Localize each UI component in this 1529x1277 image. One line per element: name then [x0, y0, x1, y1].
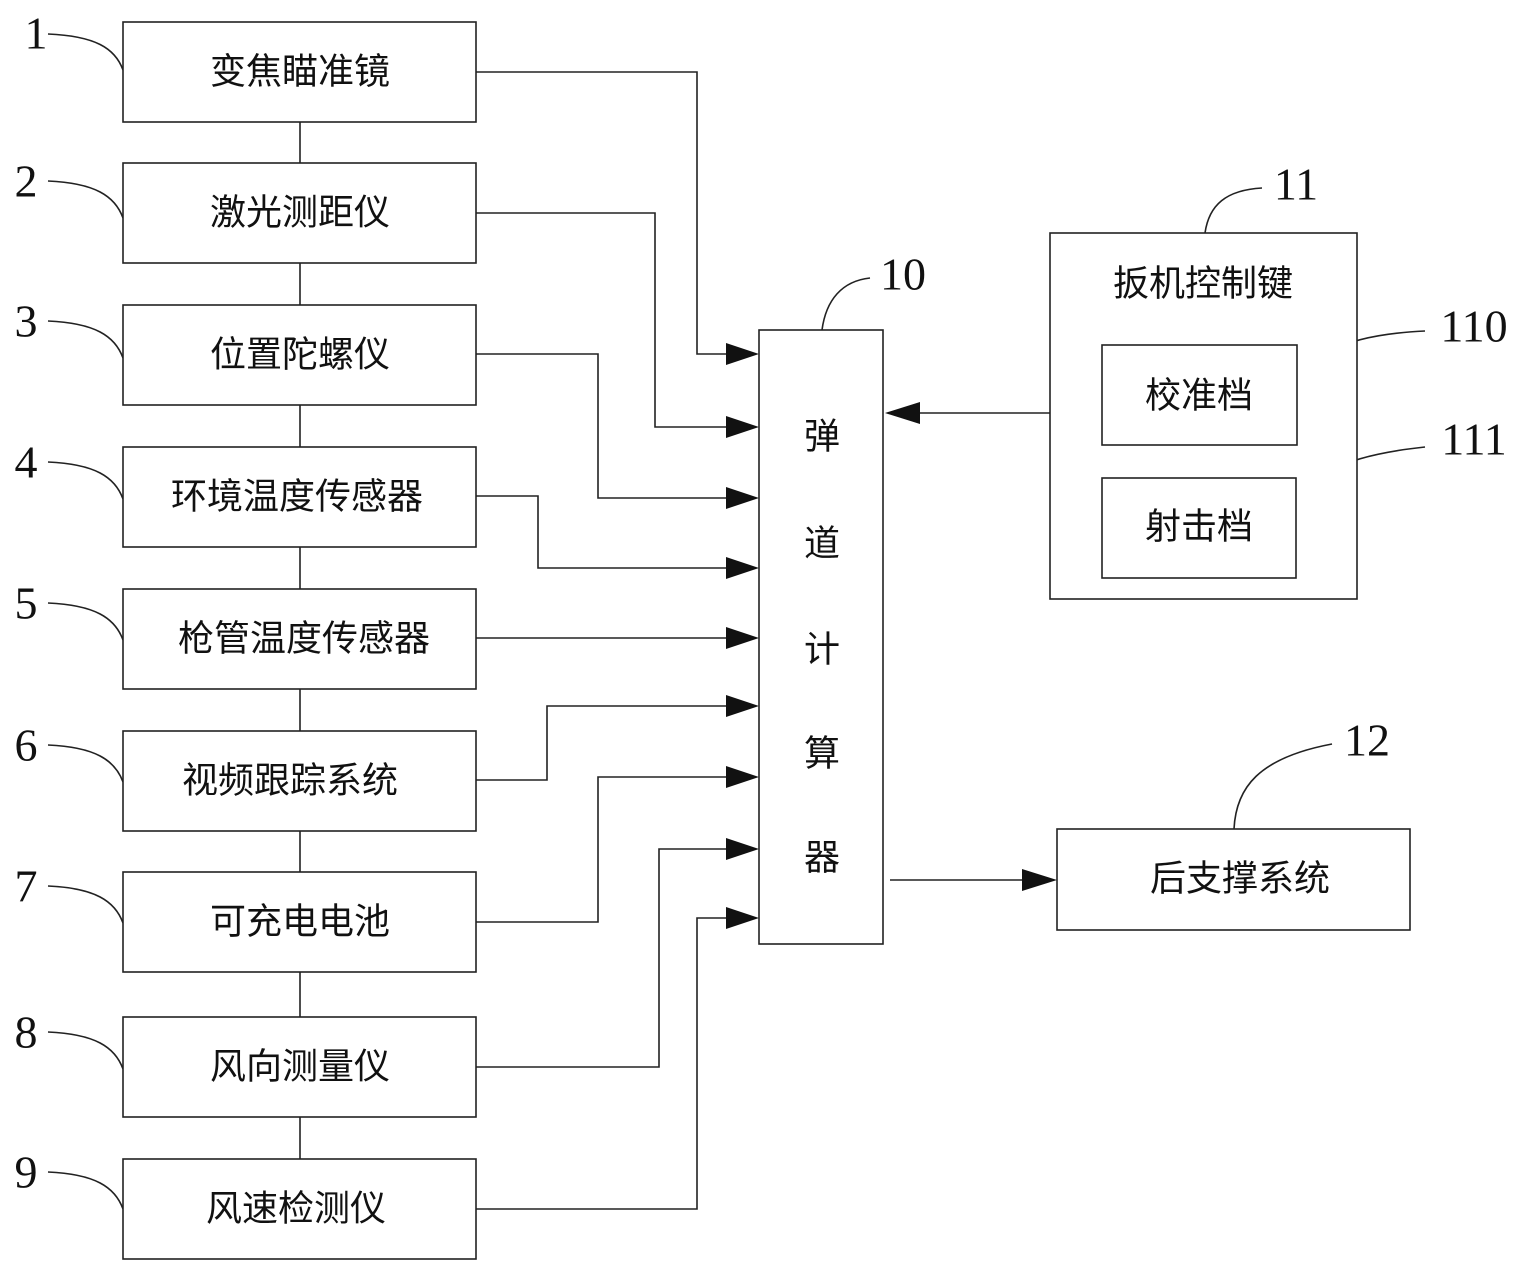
ref-number: 12 [1344, 715, 1390, 766]
module-label: 风向测量仪 [210, 1047, 390, 1088]
ref-number: 5 [15, 578, 38, 629]
calculator-char: 弹 [804, 417, 840, 458]
module-label: 位置陀螺仪 [210, 335, 390, 376]
ref-number: 10 [880, 249, 926, 300]
module-zoom-scope: 变焦瞄准镜 1 [25, 8, 477, 123]
rear-support-label: 后支撑系统 [1150, 859, 1330, 900]
arrow-7 [726, 766, 759, 788]
module-ambient-temp-sensor: 环境温度传感器 4 [15, 437, 477, 548]
ref-number: 110 [1440, 301, 1507, 352]
module-wind-speed: 风速检测仪 9 [15, 1147, 477, 1260]
ballistic-calculator: 弹 道 计 算 器 10 [759, 249, 926, 945]
module-rechargeable-battery: 可充电电池 7 [15, 861, 477, 973]
module-wind-direction: 风向测量仪 8 [15, 1007, 477, 1118]
module-label: 视频跟踪系统 [182, 761, 398, 802]
trigger-label: 扳机控制键 [1113, 264, 1293, 305]
ref-number: 11 [1274, 159, 1318, 210]
ref-number: 1 [25, 8, 48, 59]
ref-number: 111 [1441, 414, 1507, 465]
arrow-rear [1022, 869, 1057, 891]
rear-support-system: 后支撑系统 12 [1057, 715, 1410, 931]
arrow-5 [726, 627, 759, 649]
wire-2 [476, 213, 730, 427]
shoot-label: 射击档 [1145, 507, 1253, 548]
ref-number: 6 [15, 720, 38, 771]
ref-number: 2 [15, 156, 38, 207]
module-position-gyroscope: 位置陀螺仪 3 [15, 296, 477, 406]
module-label: 环境温度传感器 [171, 477, 423, 518]
module-laser-rangefinder: 激光测距仪 2 [15, 156, 477, 264]
left-modules: 变焦瞄准镜 1 激光测距仪 2 位置陀螺仪 3 环境温度传感器 4 枪管温度传感… [15, 8, 477, 1260]
arrow-4 [726, 557, 759, 579]
calculator-char: 器 [804, 838, 840, 879]
wire-6 [476, 706, 730, 780]
calculator-char: 算 [804, 734, 840, 775]
arrow-trigger [885, 402, 920, 424]
arrow-8 [726, 838, 759, 860]
module-video-tracking: 视频跟踪系统 6 [15, 720, 477, 832]
module-label: 可充电电池 [210, 902, 390, 943]
ref-number: 3 [15, 296, 38, 347]
calibrate-label: 校准档 [1145, 376, 1253, 417]
module-label: 激光测距仪 [210, 193, 390, 234]
calculator-char: 道 [804, 524, 840, 565]
arrow-6 [726, 695, 759, 717]
arrow-3 [726, 487, 759, 509]
arrow-2 [726, 416, 759, 438]
module-barrel-temp-sensor: 枪管温度传感器 5 [15, 578, 477, 690]
wire-8 [476, 849, 730, 1067]
wire-4 [476, 496, 730, 568]
ref-number: 7 [15, 861, 38, 912]
ref-number: 8 [15, 1007, 38, 1058]
module-label: 变焦瞄准镜 [210, 52, 390, 93]
trigger-control-key: 扳机控制键 11 校准档 110 射击档 111 [1050, 159, 1508, 600]
module-label: 风速检测仪 [206, 1189, 386, 1230]
arrow-1 [726, 343, 759, 365]
ref-number: 4 [15, 437, 38, 488]
calculator-char: 计 [804, 630, 840, 671]
ref-number: 9 [15, 1147, 38, 1198]
wire-9 [476, 918, 730, 1209]
arrow-9 [726, 907, 759, 929]
module-label: 枪管温度传感器 [178, 619, 430, 660]
wire-3 [476, 354, 730, 498]
